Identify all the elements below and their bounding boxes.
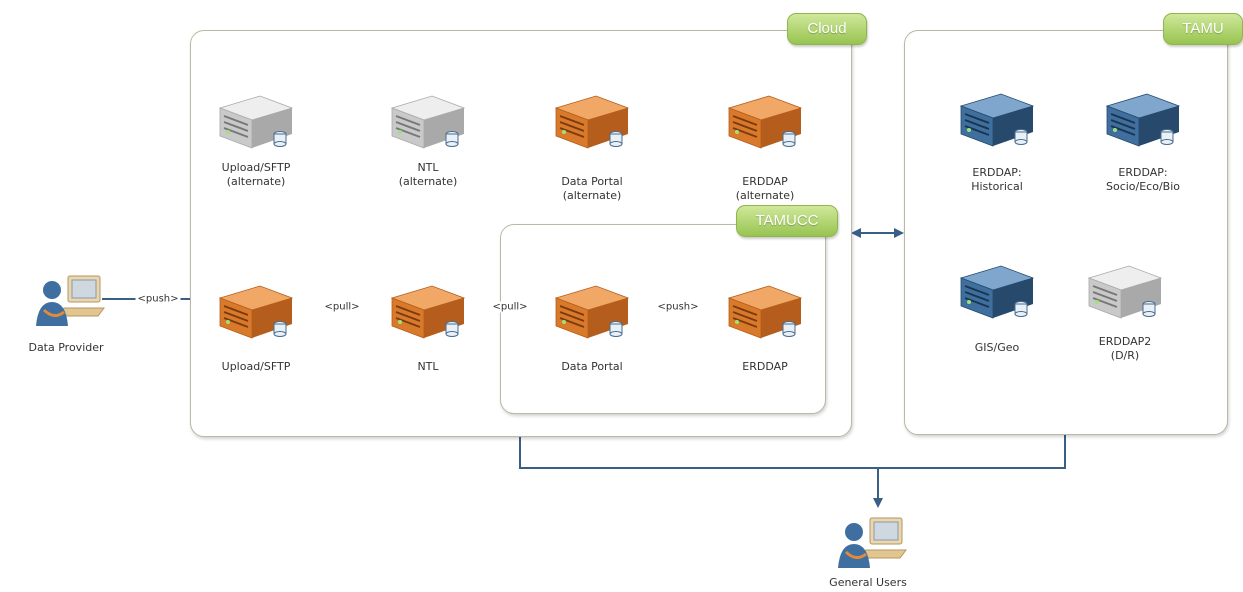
general-users-label: General Users <box>829 576 907 589</box>
ntl-label: NTL <box>417 360 439 373</box>
erddap-server-icon <box>727 285 803 339</box>
erddap-label: ERDDAP <box>742 360 788 373</box>
portal-alt-server-icon <box>554 95 630 149</box>
erddap2-server-icon <box>1087 265 1163 319</box>
edge-label-pull-upload: <pull> <box>322 301 362 313</box>
tamucc-tag: TAMUCC <box>736 205 838 237</box>
erddap2-label: ERDDAP2(D/R) <box>1098 335 1152 362</box>
erddap-alt-server-icon <box>727 95 803 149</box>
erddap-historical-server-icon <box>959 93 1035 147</box>
ntl-alt-server-icon <box>390 95 466 149</box>
cloud-tag: Cloud <box>787 13 867 45</box>
data-provider-label: Data Provider <box>28 341 104 354</box>
portal-alt-label: Data Portal(alternate) <box>561 175 623 203</box>
edge-label-push-provider: <push> <box>135 293 181 305</box>
erddap-socio-label: ERDDAP:Socio/Eco/Bio <box>1105 166 1181 193</box>
upload-alt-label: Upload/SFTP(alternate) <box>221 161 291 188</box>
edge-label-push-portal: <push> <box>655 301 701 313</box>
gis-geo-server-icon <box>959 265 1035 319</box>
tamu-tag: TAMU <box>1163 13 1243 45</box>
gis-geo-label: GIS/Geo <box>974 341 1020 354</box>
ntl-alt-label: NTL(alternate) <box>398 161 458 188</box>
upload-alt-server-icon <box>218 95 294 149</box>
upload-server-icon <box>218 285 294 339</box>
portal-server-icon <box>554 285 630 339</box>
erddap-socio-server-icon <box>1105 93 1181 147</box>
general-users-icon <box>838 517 907 568</box>
data-provider-icon <box>36 275 105 326</box>
portal-label: Data Portal <box>561 360 623 373</box>
ntl-server-icon <box>390 285 466 339</box>
tamu-group <box>904 30 1228 435</box>
edge-label-pull-ntl: <pull> <box>490 301 530 313</box>
link-to-users <box>519 432 1066 469</box>
erddap-alt-label: ERDDAP(alternate) <box>735 175 795 203</box>
upload-label: Upload/SFTP <box>221 360 291 373</box>
erddap-historical-label: ERDDAP:Historical <box>971 166 1023 193</box>
